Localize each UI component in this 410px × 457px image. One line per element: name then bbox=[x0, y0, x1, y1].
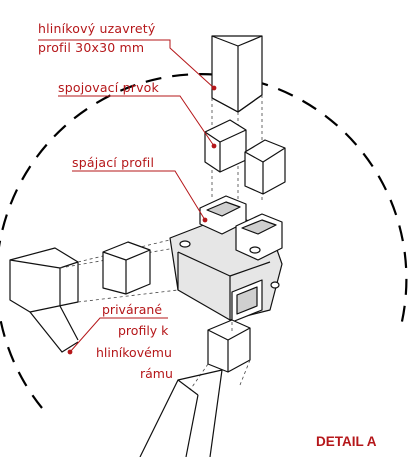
lower-aluminium-profile bbox=[139, 369, 223, 457]
hidden-lines-horizontal bbox=[59, 237, 179, 303]
joining-profile-label: spájací profil bbox=[72, 155, 154, 170]
connector-label: spojovací prvok bbox=[58, 80, 160, 95]
detail-circle bbox=[0, 73, 408, 409]
welded-label-line3: hliníkovému bbox=[96, 345, 172, 360]
profile-label-line1: hliníkový uzavretý bbox=[38, 21, 156, 36]
leader-lines bbox=[38, 39, 217, 355]
welded-label-line4: rámu bbox=[140, 366, 173, 381]
connector-cube-left bbox=[102, 241, 151, 295]
connector-cube-middle bbox=[244, 139, 286, 195]
connector-cube-lower bbox=[207, 319, 251, 373]
connector-cube-upper bbox=[204, 119, 247, 173]
welded-label-line2: profily k bbox=[118, 323, 169, 338]
detail-title: DETAIL A bbox=[316, 434, 377, 449]
welded-label-line1: privárané bbox=[102, 302, 162, 317]
joining-profile-node bbox=[169, 195, 283, 323]
profile-label-line2: profil 30x30 mm bbox=[38, 40, 144, 55]
welded-tab bbox=[29, 305, 79, 353]
left-aluminium-profile bbox=[9, 247, 79, 313]
hidden-lines-lower bbox=[189, 322, 251, 391]
top-aluminium-profile bbox=[211, 35, 263, 113]
